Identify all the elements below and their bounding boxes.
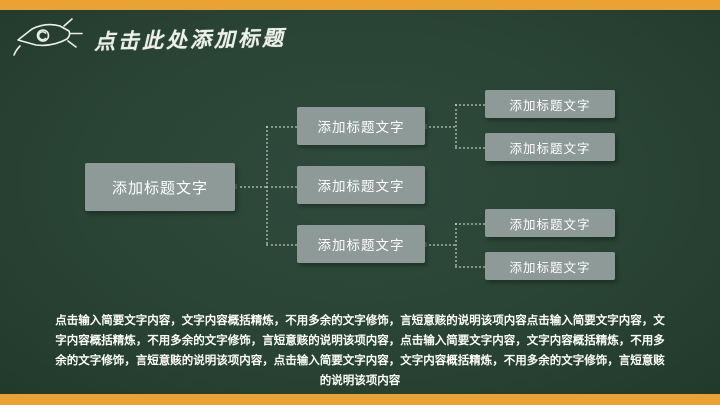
- connector-line: [455, 266, 485, 268]
- connector-line: [266, 126, 268, 244]
- leaf-node-1[interactable]: 添加标题文字: [485, 90, 615, 118]
- connector-line: [266, 186, 297, 188]
- connector-line: [266, 244, 297, 246]
- leaf-node-3[interactable]: 添加标题文字: [485, 209, 615, 237]
- connector-line: [425, 126, 455, 128]
- leaf-node-2-label: 添加标题文字: [509, 141, 591, 156]
- connector-line: [455, 104, 457, 147]
- connector-line: [455, 223, 485, 225]
- leaf-node-3-label: 添加标题文字: [509, 217, 591, 232]
- mid-node-2[interactable]: 添加标题文字: [297, 166, 425, 204]
- leaf-node-4[interactable]: 添加标题文字: [485, 252, 615, 280]
- connector-line: [455, 104, 485, 106]
- mid-node-3[interactable]: 添加标题文字: [297, 225, 425, 263]
- mid-node-1[interactable]: 添加标题文字: [297, 107, 425, 145]
- leaf-node-1-label: 添加标题文字: [509, 98, 591, 113]
- connector-line: [455, 223, 457, 266]
- rocket-icon: [13, 18, 83, 56]
- leaf-node-2[interactable]: 添加标题文字: [485, 133, 615, 161]
- leaf-node-4-label: 添加标题文字: [509, 260, 591, 275]
- connector-line: [455, 147, 485, 149]
- root-node[interactable]: 添加标题文字: [85, 163, 235, 211]
- connector-line: [266, 126, 297, 128]
- root-node-label: 添加标题文字: [111, 179, 208, 197]
- body-text[interactable]: 点击输入简要文字内容，文字内容概括精炼，不用多余的文字修饰，言短意赅的说明该项内…: [55, 315, 665, 388]
- slide-title[interactable]: 点击此处添加标题: [93, 26, 287, 55]
- mid-node-2-label: 添加标题文字: [317, 179, 405, 194]
- connector-line: [425, 244, 455, 246]
- mid-node-1-label: 添加标题文字: [317, 120, 405, 135]
- connector-line: [235, 186, 266, 188]
- mid-node-3-label: 添加标题文字: [317, 238, 405, 253]
